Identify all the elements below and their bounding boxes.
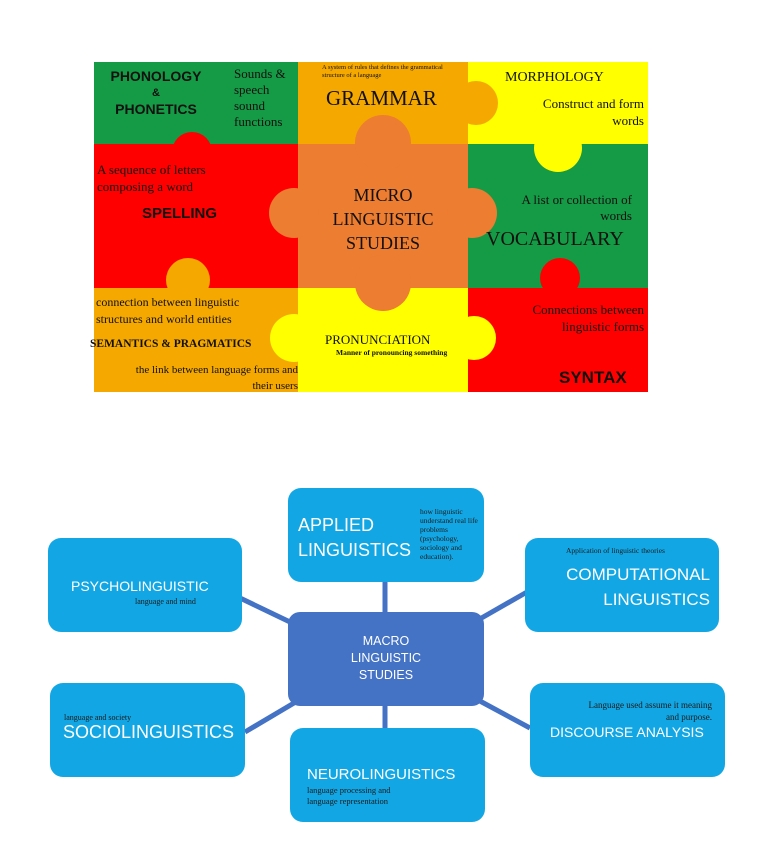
sociolinguistics-box xyxy=(50,683,245,777)
knob-red-syntax xyxy=(540,258,580,298)
micro-puzzle-graphic xyxy=(94,62,648,392)
knob-orange-right xyxy=(447,188,497,238)
computational-desc: Application of linguistic theories xyxy=(566,546,665,555)
connector-psycho xyxy=(238,595,292,625)
connector-socio xyxy=(243,700,296,735)
semantics-desc-2: the link between language forms and thei… xyxy=(135,364,298,392)
pronunciation-desc: Manner of pronouncing something xyxy=(336,348,448,357)
macro-center-box xyxy=(288,612,484,706)
phonology-title-line1: PHONOLOGY xyxy=(110,68,202,84)
knob-yellow-left xyxy=(270,314,318,362)
computational-box xyxy=(525,538,719,632)
grammar-title: GRAMMAR xyxy=(326,86,437,110)
psycholinguistic-box xyxy=(48,538,242,632)
psycholinguistic-title: PSYCHOLINGUISTIC xyxy=(71,578,209,594)
tile-semantics xyxy=(94,288,298,392)
syntax-desc: Connections between linguistic forms xyxy=(532,302,644,334)
psycholinguistic-desc: language and mind xyxy=(135,597,196,606)
knob-orange-down xyxy=(355,255,411,311)
pronunciation-title: PRONUNCIATION xyxy=(325,332,431,347)
phonology-title-line2: & xyxy=(152,87,160,99)
phonology-title-line3: PHONETICS xyxy=(115,101,197,117)
discourse-desc: Language used assume it meaning and purp… xyxy=(588,700,712,722)
discourse-title: DISCOURSE ANALYSIS xyxy=(550,724,704,740)
spelling-title: SPELLING xyxy=(142,205,218,222)
neurolinguistics-box xyxy=(290,728,485,822)
knob-yellow-morph xyxy=(534,124,582,172)
morphology-title: MORPHOLOGY xyxy=(505,70,604,85)
tile-phonology xyxy=(94,62,298,144)
computational-title: COMPUTATIONAL LINGUISTICS xyxy=(566,565,710,609)
knob-orange-semantics xyxy=(166,258,210,302)
semantics-desc-1: connection between linguistic structures… xyxy=(96,295,240,326)
phonology-title: PHONOLOGY & PHONETICS xyxy=(96,67,216,119)
applied-box xyxy=(288,488,484,582)
center-title: MICRO LINGUISTIC STUDIES xyxy=(332,185,434,253)
phonology-desc: Sounds & speech sound functions xyxy=(234,66,286,129)
grammar-desc: A system of rules that defines the gramm… xyxy=(322,64,443,79)
knob-yellow-right xyxy=(452,316,496,360)
knob-orange-up xyxy=(355,115,411,171)
neurolinguistics-title: NEUROLINGUISTICS xyxy=(307,766,456,783)
macro-center-title: MACRO LINGUISTIC STUDIES xyxy=(350,634,422,682)
syntax-title: SYNTAX xyxy=(559,368,627,387)
spelling-desc: A sequence of letters composing a word xyxy=(97,162,206,194)
semantics-title: SEMANTICS & PRAGMATICS xyxy=(90,338,252,350)
vocabulary-desc: A list or collection of words xyxy=(521,192,632,223)
knob-orange-left xyxy=(269,188,319,238)
sociolinguistics-desc: language and society xyxy=(64,713,132,722)
neurolinguistics-desc: language processing and language represe… xyxy=(307,785,391,806)
tile-syntax xyxy=(468,288,648,392)
morphology-desc: Construct and form words xyxy=(542,96,644,128)
knob-orange-grammar xyxy=(454,81,498,125)
discourse-box xyxy=(530,683,725,777)
connector-discourse xyxy=(476,697,532,731)
vocabulary-title: VOCABULARY xyxy=(486,228,624,250)
sociolinguistics-title: SOCIOLINGUISTICS xyxy=(63,722,235,742)
applied-desc: how linguistic understand real life prob… xyxy=(420,507,478,561)
knob-red-up xyxy=(172,132,212,172)
connector-computational xyxy=(476,589,529,623)
applied-title: APPLIED LINGUISTICS xyxy=(298,515,412,560)
